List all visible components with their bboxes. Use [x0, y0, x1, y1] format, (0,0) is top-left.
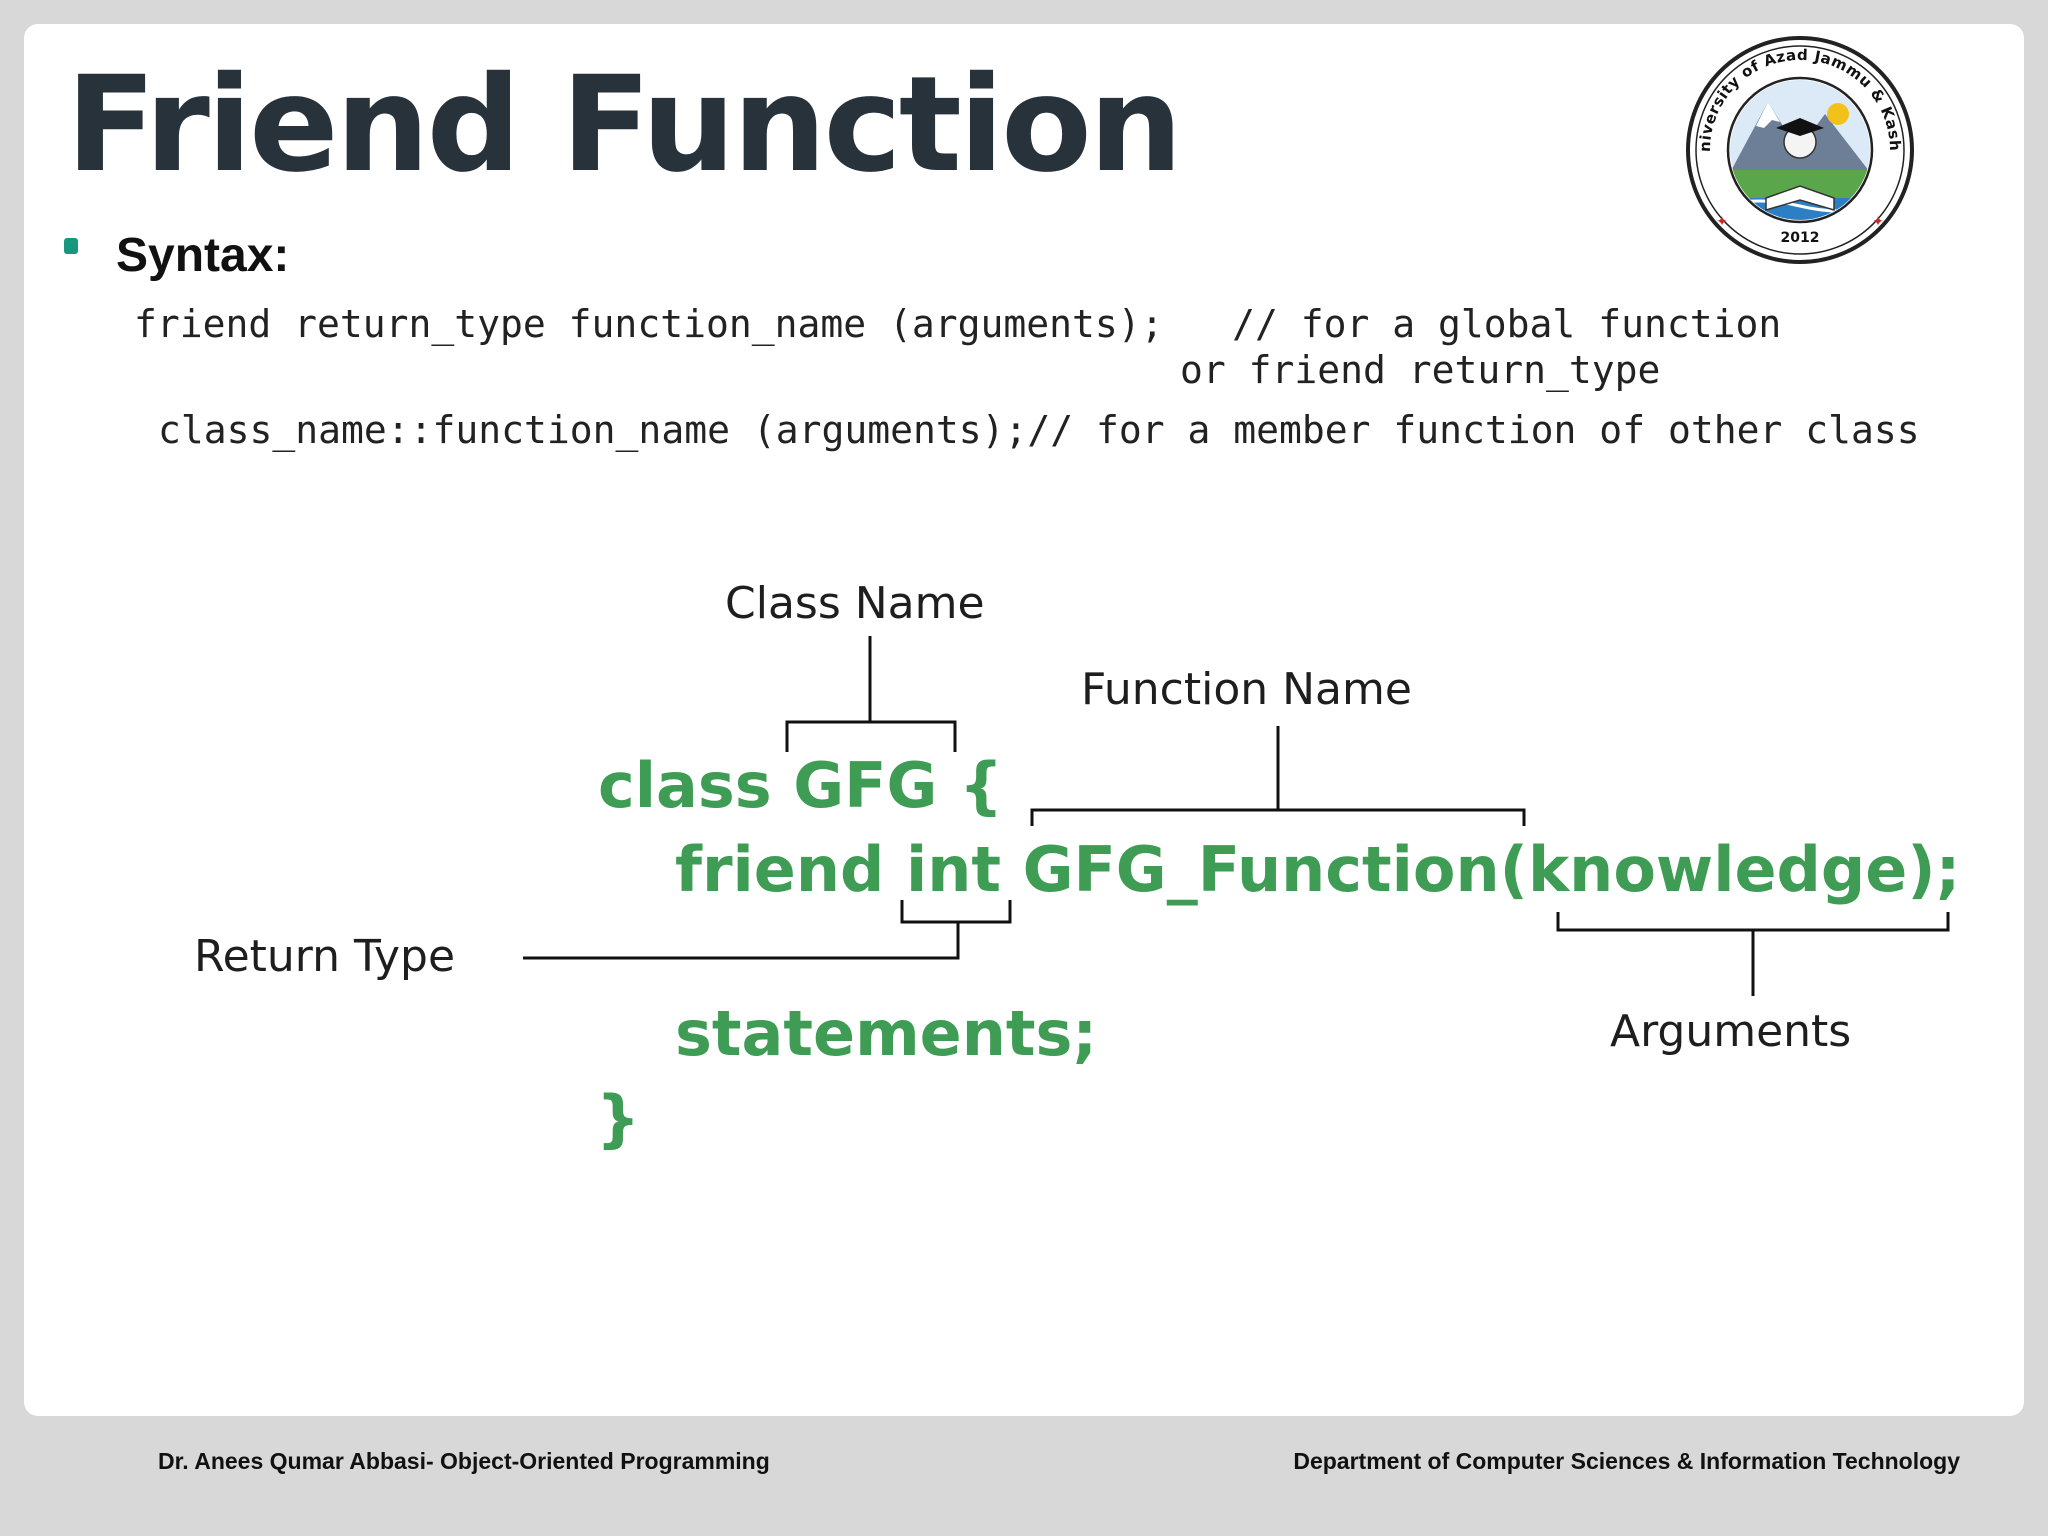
code-line-close-brace: } — [596, 1082, 640, 1155]
logo-year: 2012 — [1781, 230, 1820, 246]
bullet-marker — [64, 238, 78, 254]
syntax-code-line-3: class_name::function_name (arguments);//… — [158, 408, 1920, 452]
footer-department: Department of Computer Sciences & Inform… — [1293, 1448, 1960, 1474]
code-line-statements: statements; — [675, 997, 1097, 1070]
svg-text:✦: ✦ — [1716, 214, 1728, 230]
arguments-bracket — [1556, 912, 1950, 996]
function-name-label: Function Name — [1081, 664, 1412, 715]
arguments-label: Arguments — [1610, 1006, 1851, 1057]
return-type-label: Return Type — [194, 931, 455, 982]
class-name-bracket — [785, 636, 957, 752]
university-logo: Women University of Azad Jammu & Kashmir… — [1680, 30, 1914, 264]
svg-text:✦: ✦ — [1872, 214, 1884, 230]
return-type-bracket — [523, 900, 1012, 960]
slide-title: Friend Function — [66, 48, 1183, 202]
class-name-label: Class Name — [725, 578, 985, 629]
function-name-bracket — [1030, 726, 1526, 826]
syntax-code-line-1: friend return_type function_name (argume… — [134, 302, 1782, 346]
footer-author: Dr. Anees Qumar Abbasi- Object-Oriented … — [158, 1448, 770, 1474]
syntax-label: Syntax: — [116, 229, 290, 282]
code-line-class: class GFG { — [598, 749, 1003, 822]
slide-canvas — [24, 24, 2024, 1416]
syntax-code-line-2: or friend return_type — [1180, 348, 1661, 392]
code-line-friend: friend int GFG_Function(knowledge); — [675, 833, 1960, 906]
